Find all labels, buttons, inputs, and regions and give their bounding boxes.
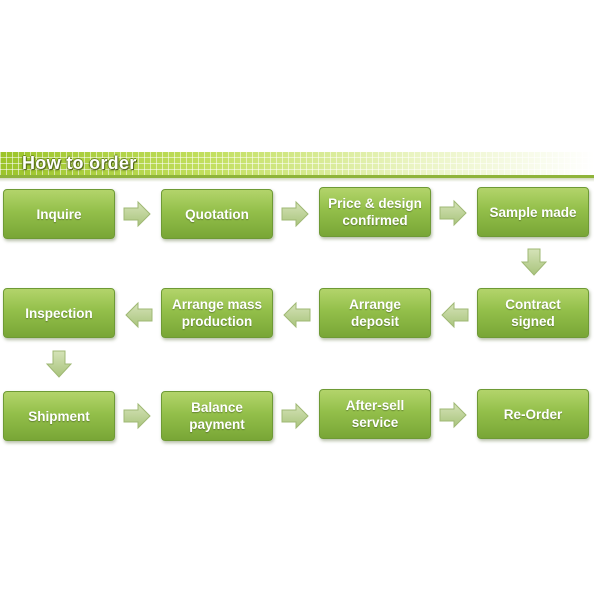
step-label: Arrange mass production [171, 297, 263, 329]
arrow-down-icon [45, 350, 73, 378]
page-title: How to order [22, 153, 137, 173]
step-inquire: Inquire [3, 189, 115, 239]
step-label: Shipment [28, 408, 90, 424]
step-label: Inquire [36, 206, 82, 222]
arrow-left-icon [283, 301, 311, 329]
step-label: Inspection [25, 305, 93, 321]
step-price-design-confirmed: Price & design confirmed [319, 187, 431, 237]
step-shipment: Shipment [3, 391, 115, 441]
step-contract-signed: Contract signed [477, 288, 589, 338]
step-label: After-sell service [345, 398, 405, 430]
step-label: Contract signed [505, 297, 561, 329]
arrow-right-icon [281, 200, 309, 228]
step-label: Price & design confirmed [328, 196, 422, 228]
header-shadow [0, 178, 594, 182]
header-bar: How to order [0, 152, 594, 178]
step-label: Quotation [185, 206, 249, 222]
step-label: Sample made [489, 204, 577, 220]
step-balance-payment: Balance payment [161, 391, 273, 441]
arrow-left-icon [441, 301, 469, 329]
step-quotation: Quotation [161, 189, 273, 239]
step-arrange-deposit: Arrange deposit [319, 288, 431, 338]
step-re-order: Re-Order [477, 389, 589, 439]
arrow-left-icon [125, 301, 153, 329]
arrow-right-icon [281, 402, 309, 430]
arrow-right-icon [123, 402, 151, 430]
step-arrange-mass-production: Arrange mass production [161, 288, 273, 338]
step-sample-made: Sample made [477, 187, 589, 237]
step-label: Re-Order [503, 406, 563, 422]
arrow-right-icon [123, 200, 151, 228]
arrow-down-icon [520, 248, 548, 276]
arrow-right-icon [439, 199, 467, 227]
step-label: Arrange deposit [349, 297, 401, 329]
step-inspection: Inspection [3, 288, 115, 338]
arrow-right-icon [439, 401, 467, 429]
step-after-sell-service: After-sell service [319, 389, 431, 439]
step-label: Balance payment [189, 400, 245, 432]
